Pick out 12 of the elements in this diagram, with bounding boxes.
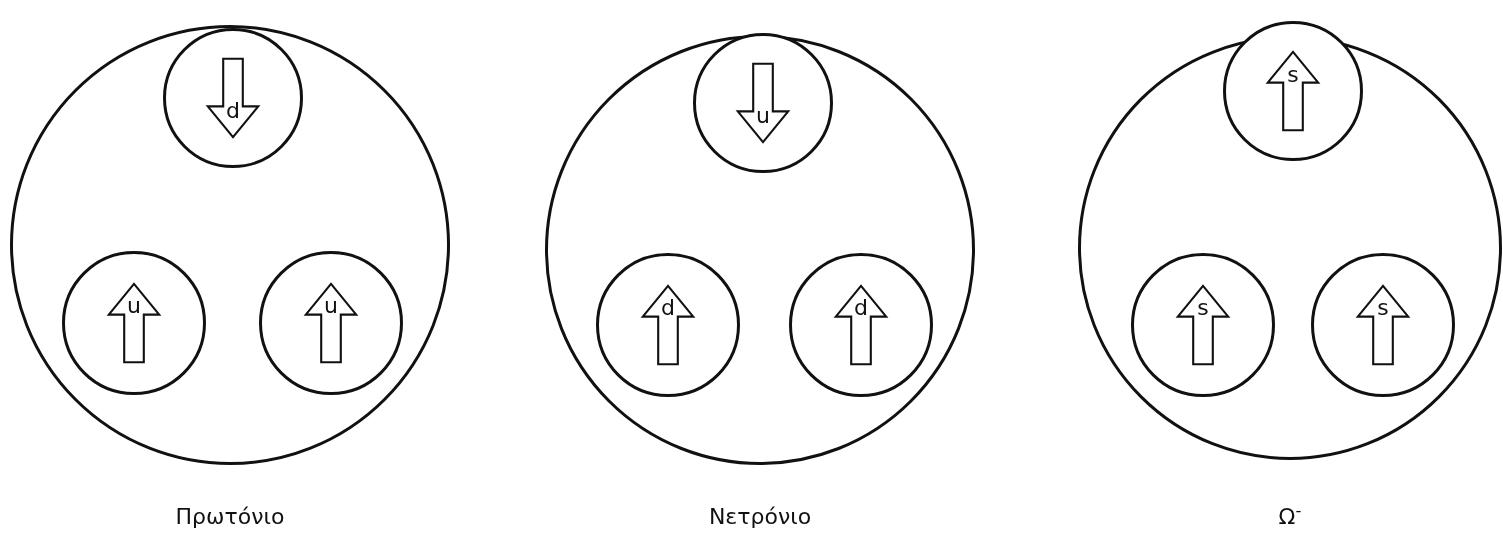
particle-caption: Ω$^{-}$: [1278, 506, 1302, 528]
quark-label: u: [324, 295, 338, 318]
quark-label: s: [1197, 297, 1209, 320]
quark-label: d: [226, 100, 240, 123]
particle-caption: Νετρόνιο: [708, 506, 812, 528]
quark-label: s: [1377, 297, 1389, 320]
particle-caption: Πρωτόνιο: [175, 506, 285, 528]
quark-label: d: [854, 297, 868, 320]
quark-label: d: [661, 297, 675, 320]
quark-label: u: [127, 295, 141, 318]
quark-label: u: [756, 105, 770, 128]
quark-label: s: [1287, 63, 1299, 86]
